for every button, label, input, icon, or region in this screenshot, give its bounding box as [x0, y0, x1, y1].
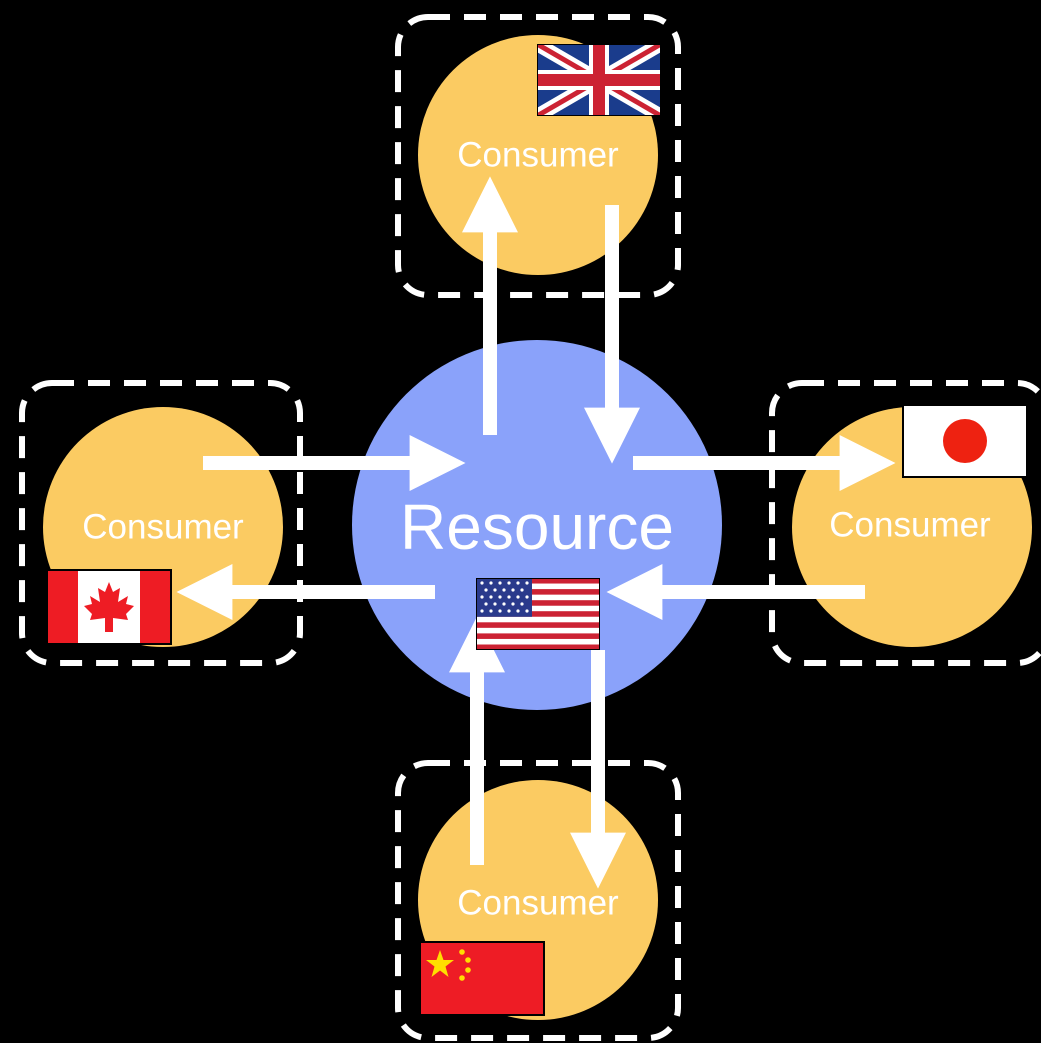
consumer-label-right: Consumer	[829, 505, 991, 544]
consumer-label-bottom: Consumer	[457, 883, 619, 922]
japan-flag-icon	[902, 404, 1028, 478]
consumer-label-top: Consumer	[457, 135, 619, 174]
boundary-box-right	[769, 380, 1041, 666]
uk-flag-icon	[537, 44, 661, 116]
boundary-box-bottom	[395, 760, 681, 1041]
consumer-label-left: Consumer	[82, 507, 244, 546]
boundary-box-left	[19, 380, 303, 666]
resource-label: Resource	[400, 491, 674, 563]
china-flag-icon	[419, 941, 545, 1016]
canada-flag-icon	[46, 569, 172, 645]
boundary-box-top	[395, 14, 681, 298]
us-flag-icon	[476, 578, 600, 650]
